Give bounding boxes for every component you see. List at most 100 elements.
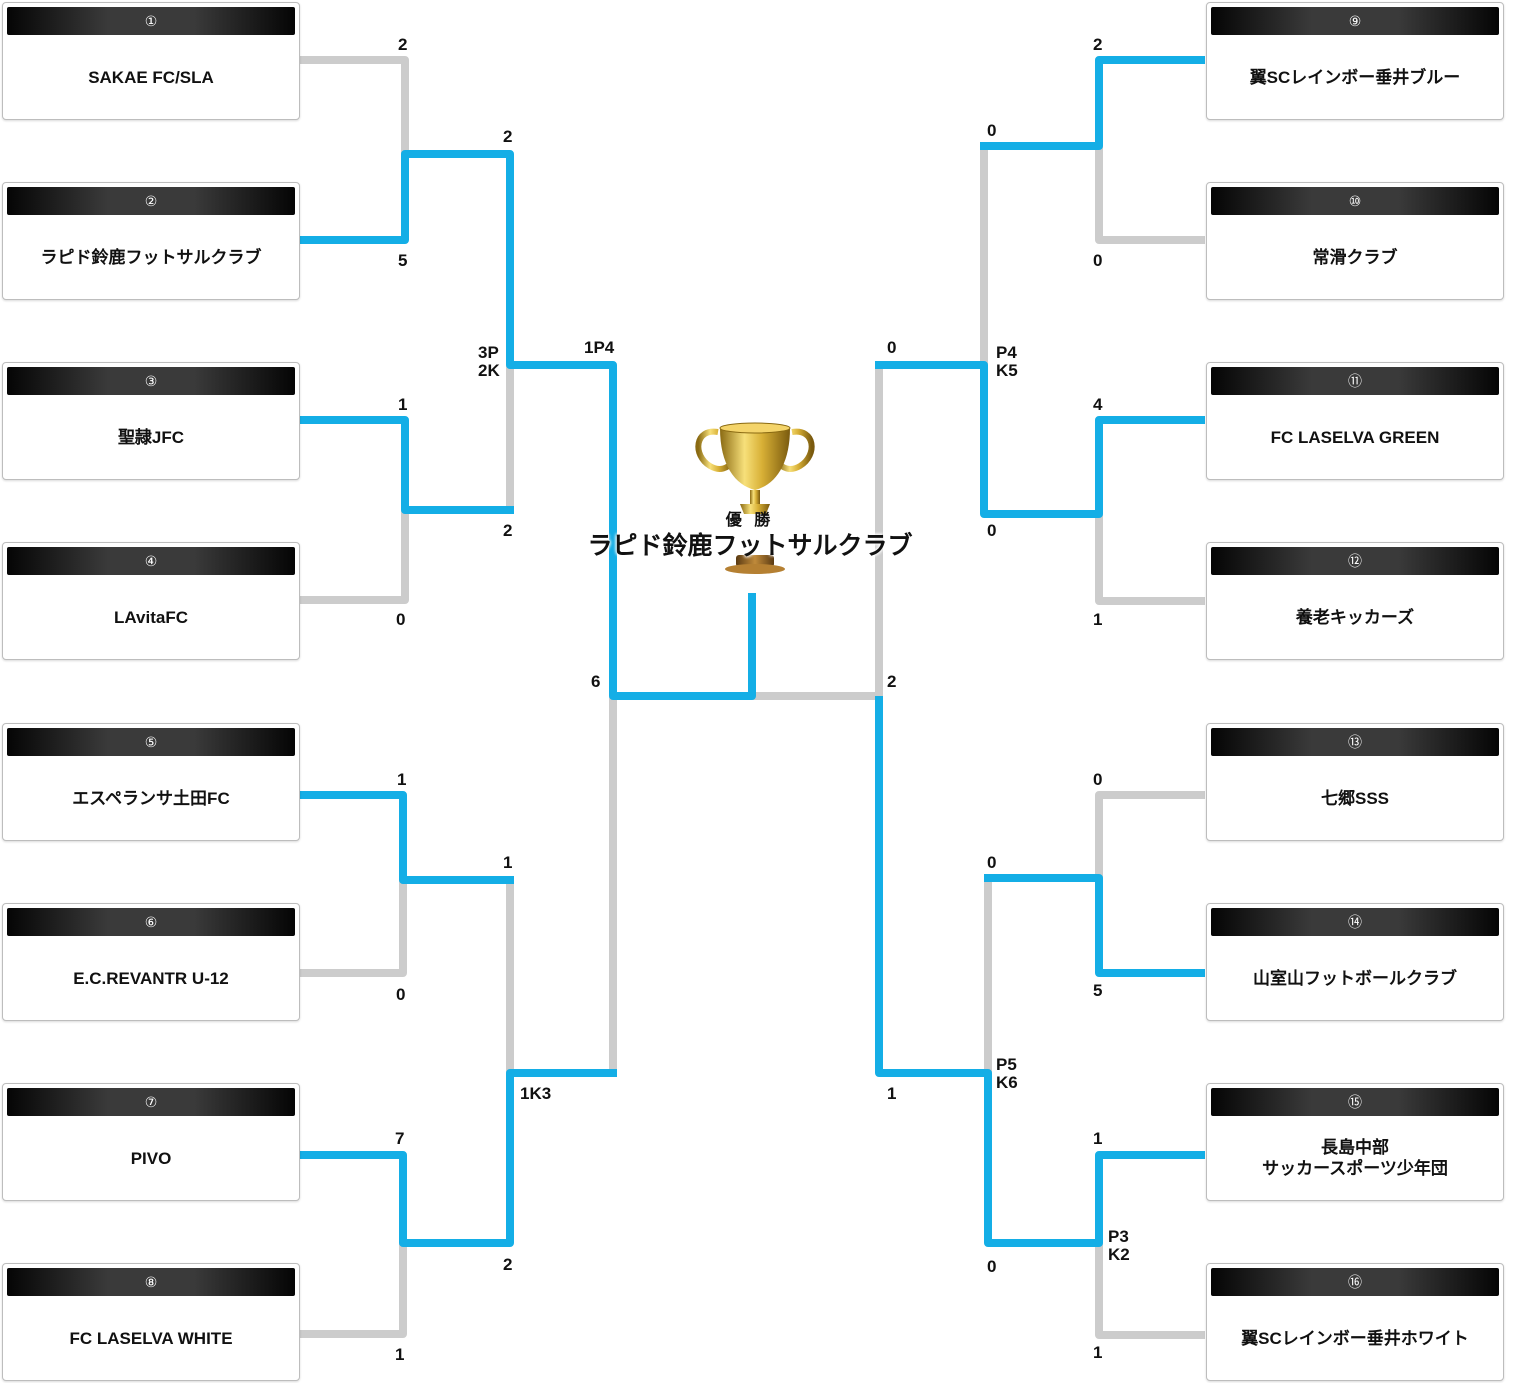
line-winner-team-9 (980, 56, 1205, 150)
team-card-12[interactable]: ⑫ 養老キッカーズ (1206, 542, 1504, 660)
team-card-8[interactable]: ⑧ FC LASELVA WHITE (2, 1263, 300, 1381)
score-r2-m4-a: 0 (987, 853, 997, 872)
score-r2-m1-pk: 3P 2K (478, 343, 500, 380)
team-card-5[interactable]: ⑤ エスペランサ土田FC (2, 723, 300, 841)
score-sf-right-a: 0 (887, 338, 897, 357)
score-r2-m1-a: 2 (503, 127, 513, 146)
seed-badge: ⑨ (1211, 7, 1499, 35)
score-r1-m6-b: 1 (1093, 610, 1103, 629)
score-sf-left-a: 1P4 (584, 338, 615, 357)
score-sf-right-b: 1 (887, 1084, 897, 1103)
team-card-15[interactable]: ⑮ 長島中部 サッカースポーツ少年団 (1206, 1083, 1504, 1201)
team-name: 山室山フットボールクラブ (1253, 968, 1457, 988)
champion-name: ラピド鈴鹿フットサルクラブ (587, 532, 913, 560)
seed-badge: ⑯ (1211, 1268, 1499, 1296)
line-loser-team-8 (300, 1155, 407, 1338)
team-card-11[interactable]: ⑪ FC LASELVA GREEN (1206, 362, 1504, 480)
score-final-left: 6 (591, 672, 601, 691)
score-r2-m4-pk: P3 K2 (1108, 1227, 1130, 1264)
line-winner-team-11 (875, 361, 1205, 518)
team-name: 養老キッカーズ (1295, 607, 1415, 627)
team-name: LAvitaFC (114, 607, 188, 627)
seed-badge: ⑥ (7, 908, 295, 936)
team-name: FC LASELVA WHITE (69, 1328, 233, 1348)
team-name: 長島中部 サッカースポーツ少年団 (1262, 1138, 1448, 1178)
team-name: 翼SCレインボー垂井ブルー (1249, 67, 1461, 87)
team-card-14[interactable]: ⑭ 山室山フットボールクラブ (1206, 903, 1504, 1021)
line-winner-team-3 (300, 416, 514, 514)
score-r1-m4-b: 1 (395, 1345, 405, 1364)
team-card-7[interactable]: ⑦ PIVO (2, 1083, 300, 1201)
team-name: 七郷SSS (1320, 788, 1390, 808)
team-name: ラピド鈴鹿フットサルクラブ (40, 247, 262, 267)
score-r1-m2-b: 0 (396, 610, 406, 629)
team-card-6[interactable]: ⑥ E.C.REVANTR U-12 (2, 903, 300, 1021)
score-r1-m4-a: 7 (395, 1129, 405, 1148)
seed-badge: ⑭ (1211, 908, 1499, 936)
line-winner-team-15 (875, 696, 1205, 1247)
line-loser-team-6 (300, 795, 407, 977)
seed-badge: ⑧ (7, 1268, 295, 1296)
team-name: エスペランサ土田FC (72, 788, 230, 808)
team-card-16[interactable]: ⑯ 翼SCレインボー垂井ホワイト (1206, 1263, 1504, 1381)
line-loser-team-12 (1095, 420, 1205, 605)
seed-badge: ⑤ (7, 728, 295, 756)
score-r1-m6-a: 4 (1093, 395, 1103, 414)
seed-badge: ⑫ (1211, 547, 1499, 575)
team-card-3[interactable]: ③ 聖隷JFC (2, 362, 300, 480)
team-name: SAKAE FC/SLA (88, 67, 214, 87)
team-card-2[interactable]: ② ラピド鈴鹿フットサルクラブ (2, 182, 300, 300)
seed-badge: ① (7, 7, 295, 35)
seed-badge: ⑬ (1211, 728, 1499, 756)
team-name: 聖隷JFC (117, 427, 185, 447)
line-loser-team-10 (1095, 60, 1205, 244)
team-card-13[interactable]: ⑬ 七郷SSS (1206, 723, 1504, 841)
seed-badge: ⑮ (1211, 1088, 1499, 1116)
score-r2-m3-a: 0 (987, 121, 997, 140)
score-r2-m4-b: 0 (987, 1257, 997, 1276)
line-winner-team-7 (300, 1069, 617, 1247)
line-winner-team-14 (984, 874, 1205, 977)
seed-badge: ⑪ (1211, 367, 1499, 395)
team-name: 翼SCレインボー垂井ホワイト (1241, 1328, 1469, 1348)
score-final-right: 2 (887, 672, 897, 691)
score-r1-m8-a: 1 (1093, 1129, 1103, 1148)
seed-badge: ⑩ (1211, 187, 1499, 215)
score-r2-m1-b: 2 (503, 521, 513, 540)
line-loser-team-4 (300, 420, 409, 604)
score-sf-right-pk: P5 K6 (996, 1055, 1018, 1092)
line-loser-team-13 (1095, 791, 1205, 973)
score-r1-m5-a: 2 (1093, 35, 1103, 54)
score-r2-m3-pk: P4 K5 (996, 343, 1018, 380)
team-card-1[interactable]: ① SAKAE FC/SLA (2, 2, 300, 120)
score-r1-m7-b: 5 (1093, 981, 1103, 1000)
seed-badge: ② (7, 187, 295, 215)
team-name: 常滑クラブ (1312, 247, 1398, 267)
score-r2-m2-b: 2 (503, 1255, 513, 1274)
team-name: PIVO (130, 1148, 172, 1168)
team-name: E.C.REVANTR U-12 (73, 968, 229, 988)
score-r1-m7-a: 0 (1093, 770, 1103, 789)
team-name: FC LASELVA GREEN (1270, 427, 1440, 447)
seed-badge: ④ (7, 547, 295, 575)
line-loser-team-1 (300, 56, 409, 240)
team-card-4[interactable]: ④ LAvitaFC (2, 542, 300, 660)
score-r1-m3-a: 1 (397, 770, 407, 789)
score-sf-left-b: 1K3 (520, 1084, 552, 1103)
score-r1-m1-b: 5 (398, 251, 408, 270)
score-r1-m5-b: 0 (1093, 251, 1103, 270)
team-card-9[interactable]: ⑨ 翼SCレインボー垂井ブルー (1206, 2, 1504, 120)
team-card-10[interactable]: ⑩ 常滑クラブ (1206, 182, 1504, 300)
line-winner-team-5 (300, 791, 514, 884)
score-r2-m2-a: 1 (503, 853, 513, 872)
trophy-icon (695, 422, 815, 574)
seed-badge: ③ (7, 367, 295, 395)
score-r1-m2-a: 1 (398, 395, 408, 414)
score-r1-m1-a: 2 (398, 35, 408, 54)
line-winner-path-champion (300, 150, 756, 700)
seed-badge: ⑦ (7, 1088, 295, 1116)
score-r1-m3-b: 0 (396, 985, 406, 1004)
score-r2-m3-b: 0 (987, 521, 997, 540)
champion-label: 優 勝 (725, 512, 775, 529)
